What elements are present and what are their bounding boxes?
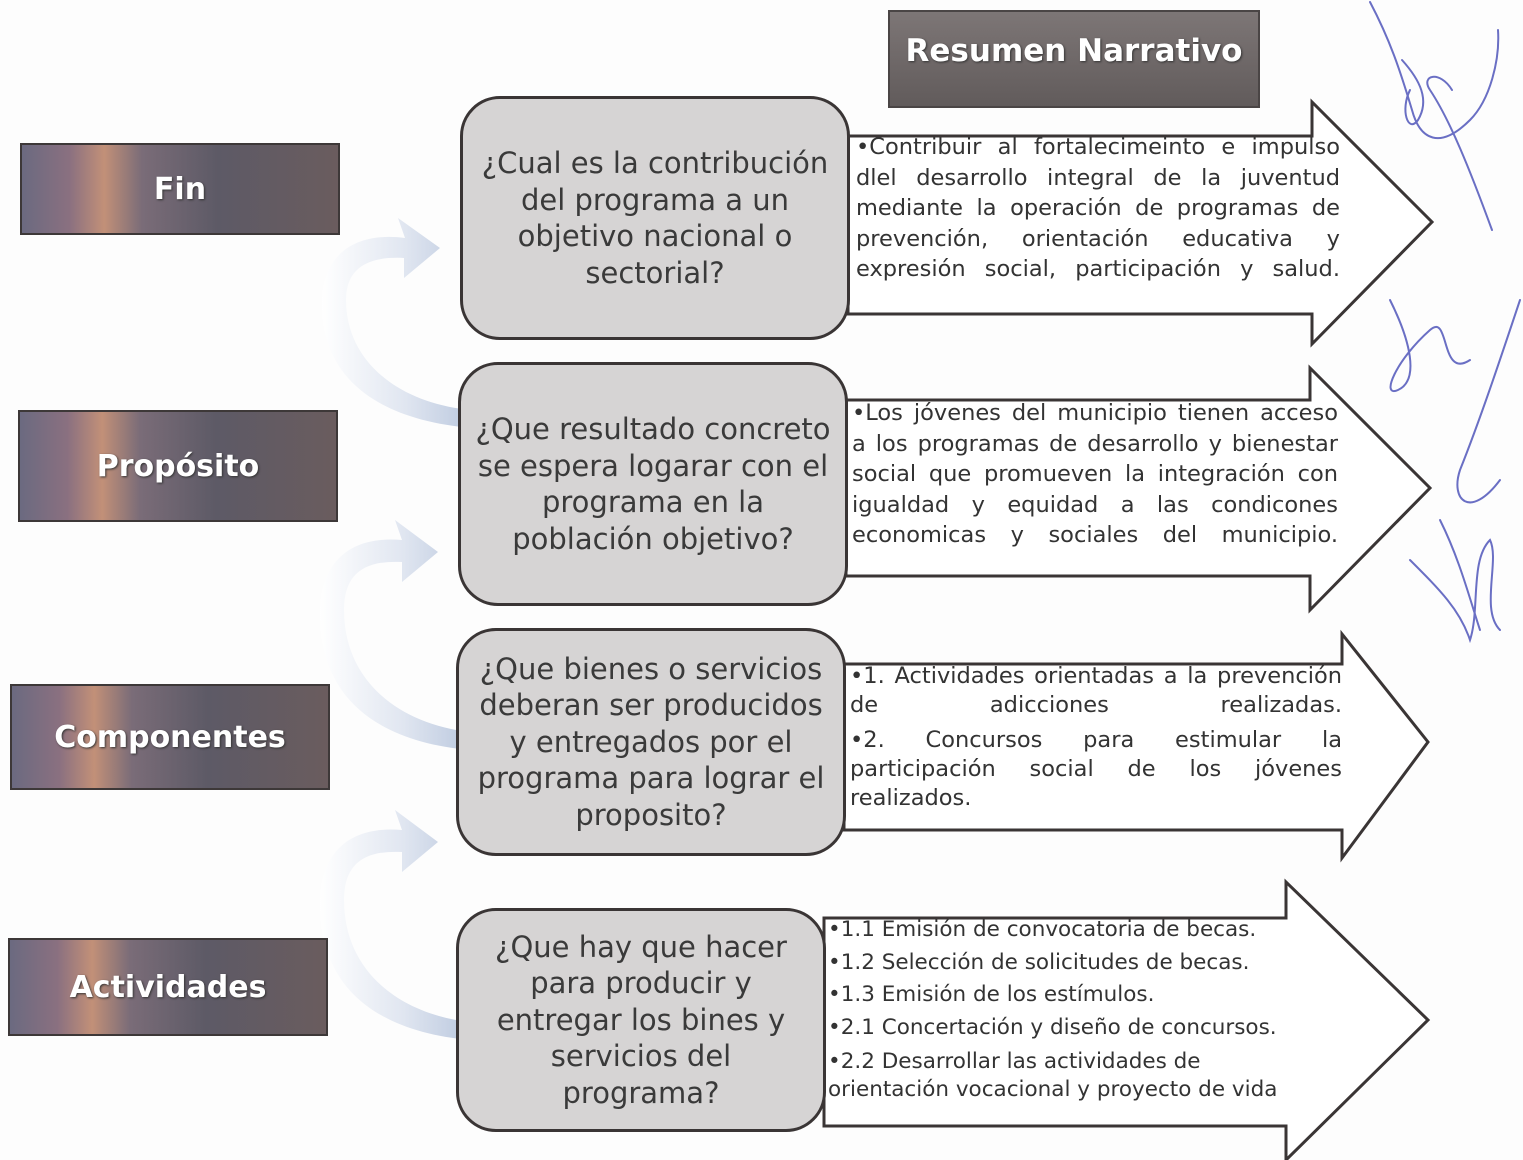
bullet-icon: •	[828, 1049, 841, 1074]
bullet-icon: •	[856, 134, 870, 160]
bullet-icon: •	[850, 663, 864, 689]
question-text: ¿Que bienes o servicios deberan ser prod…	[477, 651, 825, 832]
header-title: Resumen Narrativo	[905, 33, 1243, 69]
answer-arrow-fin	[846, 98, 1435, 348]
bullet-icon: •	[828, 917, 841, 942]
curved-up-arrow-icon	[319, 810, 470, 1040]
question-box-actividades: ¿Que hay que hacer para producir y entre…	[456, 908, 826, 1132]
level-label-text: Actividades	[69, 969, 267, 1005]
level-label-text: Propósito	[96, 448, 260, 484]
answer-item: •2.1 Concertación y diseño de concursos.	[828, 1014, 1277, 1040]
answer-item: •Contribuir al fortalecimeinto e impulso…	[856, 134, 1340, 282]
answer-arrow-componentes	[842, 629, 1430, 863]
answer-item: •1. Actividades orientadas a la prevenci…	[850, 663, 1342, 718]
level-label-fin: Fin	[20, 143, 340, 235]
bullet-icon: •	[850, 727, 864, 753]
level-label-text: Fin	[153, 171, 207, 207]
level-label-text: Componentes	[54, 719, 286, 755]
question-text: ¿Que resultado concreto se espera logara…	[475, 412, 831, 556]
answer-item: •1.1 Emisión de convocatoria de becas.	[828, 917, 1257, 942]
question-box-fin: ¿Cual es la contribución del programa a …	[460, 96, 850, 340]
bullet-icon: •	[828, 949, 841, 975]
answer-fin: •Contribuir al fortalecimeinto e impulso…	[856, 132, 1340, 285]
bullet-icon: •	[828, 982, 841, 1007]
question-box-proposito: ¿Que resultado concreto se espera logara…	[458, 362, 848, 606]
answer-arrow-proposito	[844, 364, 1433, 614]
level-label-proposito: Propósito	[18, 410, 338, 522]
answer-item: •Los jóvenes del municipio tienen acceso…	[852, 400, 1338, 548]
answer-item: •2.2 Desarrollar las actividades de orie…	[828, 1049, 1278, 1102]
question-text: ¿Cual es la contribución del programa a …	[481, 146, 829, 290]
answer-item: •1.3 Emisión de los estímulos.	[828, 982, 1155, 1007]
bullet-icon: •	[852, 400, 866, 426]
answer-proposito: •Los jóvenes del municipio tienen acceso…	[852, 398, 1338, 551]
answer-actividades: •1.1 Emisión de convocatoria de becas. •…	[828, 914, 1322, 1104]
curved-up-arrow-icon	[321, 218, 472, 428]
level-label-componentes: Componentes	[10, 684, 330, 790]
answer-arrow-actividades	[822, 878, 1431, 1160]
header-resumen-narrativo: Resumen Narrativo	[888, 10, 1260, 108]
signature-mark	[1369, 1, 1521, 644]
answer-item: •2. Concursos para estimular la particip…	[850, 727, 1342, 811]
answer-item: •1.2 Selección de solicitudes de becas.	[828, 949, 1250, 975]
level-label-actividades: Actividades	[8, 938, 328, 1036]
curved-up-arrow-icon	[319, 520, 470, 750]
question-text: ¿Que hay que hacer para producir y entre…	[495, 929, 787, 1110]
answer-componentes: •1. Actividades orientadas a la prevenci…	[850, 662, 1342, 813]
question-box-componentes: ¿Que bienes o servicios deberan ser prod…	[456, 628, 846, 856]
bullet-icon: •	[828, 1014, 841, 1040]
